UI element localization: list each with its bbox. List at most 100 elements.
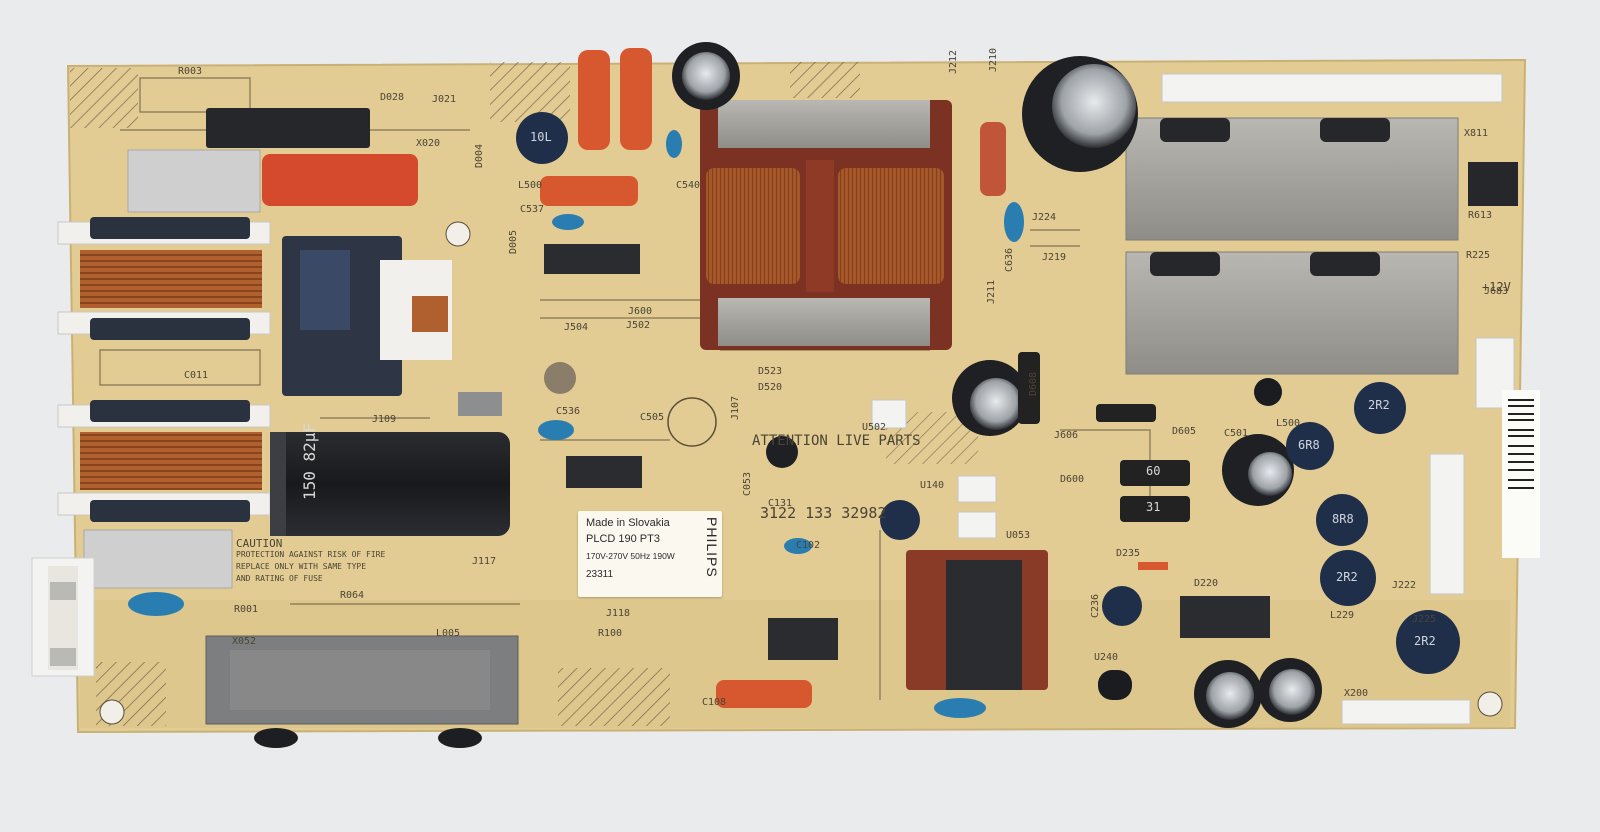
ref-label: D004 (474, 143, 485, 168)
sticker-code: 23311 (586, 569, 614, 580)
film-capacitor-orange (540, 176, 638, 206)
hatch-area (558, 668, 670, 726)
ref-label: C536 (556, 406, 581, 417)
part-number-label: 3122 133 32982 (760, 504, 887, 522)
ref-label: J224 (1032, 212, 1057, 223)
semiconductors (458, 244, 1282, 700)
ref-label: J683 (1484, 286, 1509, 297)
protection-label-2: REPLACE ONLY WITH SAME TYPE (236, 562, 367, 571)
cap-mark: 10L (530, 130, 552, 144)
ref-label: J502 (626, 320, 651, 331)
aux-transformer (282, 236, 452, 396)
protection-label-3: AND RATING OF FUSE (236, 574, 323, 583)
cap-mark: 2R2 (1336, 570, 1358, 584)
diode-mark: 31 (1146, 500, 1161, 514)
ref-label: C011 (184, 370, 209, 381)
ref-label: U140 (920, 480, 945, 491)
ref-label: C236 (1090, 593, 1101, 618)
ref-label: J606 (1054, 430, 1079, 441)
ref-label: R225 (1466, 250, 1491, 261)
x-capacitor (127, 149, 261, 213)
diodes (980, 122, 1190, 570)
bulk-cap-mark: 150 82µF (300, 422, 319, 500)
ref-label: D028 (380, 92, 405, 103)
ref-label: D235 (1116, 548, 1141, 559)
ref-label: X020 (416, 138, 441, 149)
sticker-model: PLCD 190 PT3 (586, 533, 660, 545)
connector-header (1341, 699, 1471, 725)
ref-label: C053 (742, 471, 753, 496)
sticker-origin: Made in Slovakia (586, 517, 670, 529)
ref-label: J211 (986, 279, 997, 304)
cap-mark: 2R2 (1414, 634, 1436, 648)
ref-label: U502 (862, 422, 887, 433)
ref-label: R003 (178, 66, 203, 77)
ref-label: J107 (730, 395, 741, 420)
hatch-area (70, 68, 138, 128)
cap-mark: 6R8 (1298, 438, 1320, 452)
ref-label: D608 (1028, 371, 1039, 396)
ref-label: J021 (432, 94, 457, 105)
supply-label: +12V (1482, 280, 1511, 294)
diode-mark: 60 (1146, 464, 1161, 478)
film-capacitor-orange (716, 680, 812, 708)
connector-header (1429, 453, 1465, 595)
ref-label: D520 (758, 382, 783, 393)
ref-label: J504 (564, 322, 589, 333)
connector-header (1161, 73, 1503, 103)
ref-label: C505 (640, 412, 665, 423)
barcode-label (1502, 390, 1540, 558)
ref-label: C636 (1004, 247, 1015, 272)
ref-label: R100 (598, 628, 623, 639)
optocoupler (871, 399, 907, 429)
ref-label: J118 (606, 608, 631, 619)
bridge-rectifier (206, 108, 370, 148)
ref-label: X200 (1344, 688, 1369, 699)
protection-label-1: PROTECTION AGAINST RISK OF FIRE (236, 550, 386, 559)
line-filter-texture (230, 650, 490, 710)
optocoupler (957, 511, 997, 539)
ref-label: D005 (508, 229, 519, 254)
caution-label: CAUTION (236, 537, 283, 550)
sticker-rating: 170V-270V 50Hz 190W (586, 551, 675, 561)
heatsink-top (1125, 117, 1518, 241)
standoff (438, 728, 482, 748)
standby-transformer (906, 550, 1048, 690)
ref-label: X811 (1464, 128, 1489, 139)
ref-label: D523 (758, 366, 783, 377)
x-capacitor (83, 529, 233, 589)
ref-label: D605 (1172, 426, 1197, 437)
choke-bottom (57, 400, 271, 522)
electrolytic-capacitors (516, 42, 1460, 728)
bulk-capacitor (270, 432, 510, 536)
ref-label: J210 (988, 47, 999, 72)
ref-label: L229 (1330, 610, 1355, 621)
ref-label: J117 (472, 556, 497, 567)
product-sticker: Made in Slovakia PLCD 190 PT3 170V-270V … (578, 511, 722, 597)
ref-label: U053 (1006, 530, 1031, 541)
ref-label: D600 (1060, 474, 1085, 485)
ref-label: L005 (436, 628, 461, 639)
ref-label: R064 (340, 590, 365, 601)
ceramic-capacitors (128, 130, 1024, 718)
ref-label: C501 (1224, 428, 1249, 439)
ref-label: C540 (676, 180, 701, 191)
ref-label: C102 (796, 540, 821, 551)
film-capacitor-orange (620, 48, 652, 150)
attention-label: ATTENTION LIVE PARTS (752, 433, 921, 449)
sticker-brand: PHILIPS (704, 517, 720, 578)
ref-label: L500 (518, 180, 543, 191)
ref-label: R613 (1468, 210, 1493, 221)
film-capacitor-orange (578, 50, 610, 150)
hatch-area (490, 62, 570, 122)
ref-label: X052 (232, 636, 257, 647)
ref-label: J109 (372, 414, 397, 425)
standoff (254, 728, 298, 748)
ref-label: J225 (1412, 614, 1437, 625)
mounting-hole (445, 221, 471, 247)
ref-label: J219 (1042, 252, 1067, 263)
ref-label: L500 (1276, 418, 1301, 429)
ref-label: U240 (1094, 652, 1119, 663)
ref-label: J222 (1392, 580, 1417, 591)
